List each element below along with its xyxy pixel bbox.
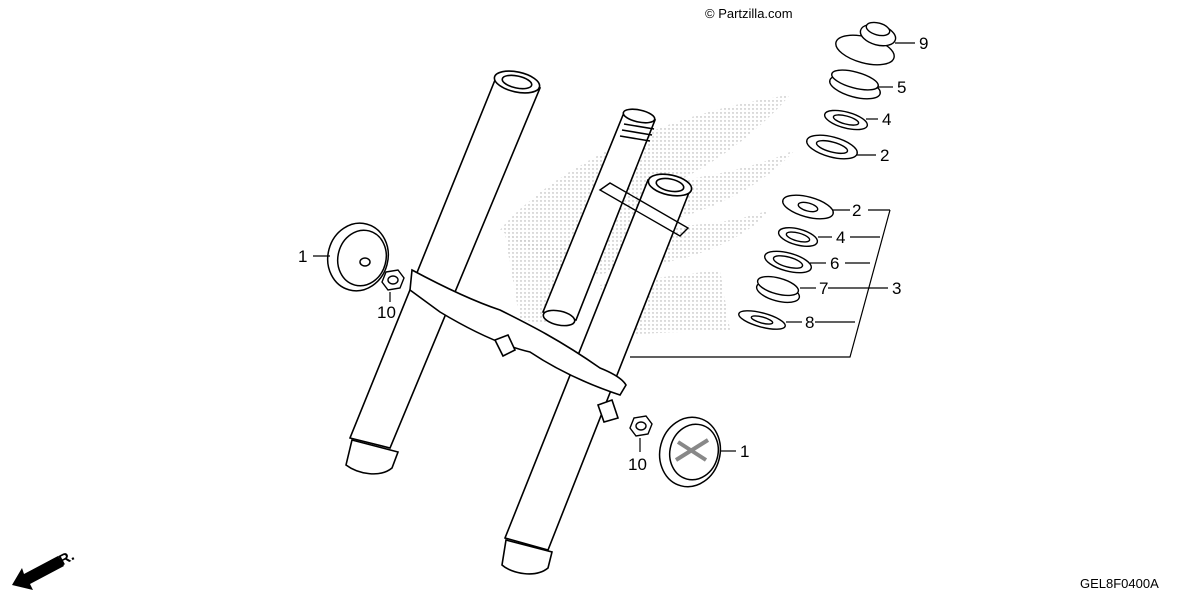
callout-7: 7 <box>819 279 828 298</box>
callout-10-right: 10 <box>628 455 647 474</box>
part-10-nut-right <box>629 415 653 437</box>
callout-3: 3 <box>892 279 901 298</box>
part-4-steel-balls-lower <box>777 226 819 248</box>
steering-stem-shaft <box>541 108 657 327</box>
part-9-stem-nut <box>835 21 897 66</box>
part-2-ball-race-top <box>806 134 858 160</box>
callout-9: 9 <box>919 34 928 53</box>
callout-1-right: 1 <box>740 442 749 461</box>
part-4-steel-balls-top <box>823 109 869 131</box>
callout-2-top: 2 <box>880 146 889 165</box>
callout-1-left: 1 <box>298 247 307 266</box>
part-6-dust-seal <box>764 250 812 274</box>
part-2-ball-race-lower <box>782 194 834 220</box>
callout-10-left: 10 <box>377 303 396 322</box>
part-1-fork-cap-right <box>658 416 722 488</box>
part-5-cone-race <box>829 69 881 100</box>
part-7-cone-race-lower <box>755 275 801 304</box>
callout-8: 8 <box>805 313 814 332</box>
leader-lines <box>313 42 915 452</box>
front-direction-indicator: FR. <box>12 547 77 590</box>
callout-2-mid: 2 <box>852 201 861 220</box>
left-fork-tube <box>345 70 542 475</box>
bottom-bridge <box>409 268 627 423</box>
callout-6: 6 <box>830 254 839 273</box>
part-1-fork-cap-left <box>326 222 390 292</box>
right-fork-tube <box>501 173 693 575</box>
callout-4-mid: 4 <box>836 228 845 247</box>
cable-guide <box>598 182 690 237</box>
callout-5: 5 <box>897 78 906 97</box>
diagram-code: GEL8F0400A <box>1080 576 1159 591</box>
part-8-washer <box>738 310 786 330</box>
part-10-nut-left <box>381 269 405 291</box>
callout-4-top: 4 <box>882 110 891 129</box>
front-arrow-icon <box>12 556 64 590</box>
copyright-watermark: © Partzilla.com <box>705 6 793 21</box>
